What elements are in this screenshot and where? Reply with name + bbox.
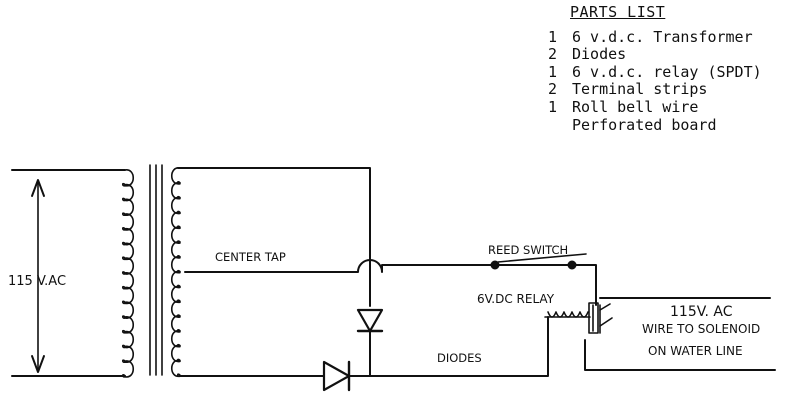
relay-coil (544, 311, 591, 318)
wire-to-solenoid-label: WIRE TO SOLENOID (642, 322, 760, 336)
horizontal-diode (322, 360, 351, 392)
reed-switch-label: REED SWITCH (488, 243, 568, 257)
parts-list-item: 2 Terminal strips (548, 81, 762, 99)
relay-label: 6V.DC RELAY (477, 292, 555, 306)
item-qty: 1 (548, 27, 558, 46)
item-qty: 1 (548, 97, 558, 116)
reed-switch (490, 253, 587, 270)
transformer-primary-coil (121, 169, 135, 378)
item-qty: 2 (548, 45, 558, 64)
output-line-bottom (584, 339, 776, 371)
input-voltage-label: 115 V.AC (8, 274, 66, 289)
input-voltage-arrow (31, 179, 45, 373)
item-qty: 1 (548, 62, 558, 81)
vertical-diode (356, 308, 384, 333)
center-tap-wire (184, 259, 597, 306)
item-name: Terminal strips (572, 80, 708, 99)
parts-list-item: 1 6 v.d.c. relay (SPDT) (548, 62, 762, 82)
relay-armature (588, 302, 599, 334)
water-line-label: ON WATER LINE (648, 344, 743, 358)
transformer-secondary-coil (170, 167, 181, 378)
transformer-core (149, 164, 163, 376)
parts-list-item: 1 Roll bell wire (548, 97, 762, 117)
parts-list: PARTS LIST 1 6 v.d.c. Transformer 2 Diodes… (548, 3, 762, 135)
item-qty: 2 (548, 80, 558, 99)
diodes-label: DIODES (437, 351, 482, 365)
output-voltage-label: 115V. AC (670, 304, 733, 320)
item-name: Perforated board (572, 115, 717, 134)
item-name: 6 v.d.c. Transformer (572, 27, 753, 46)
parts-list-item: 2 Diodes (548, 45, 762, 64)
item-name: Roll bell wire (572, 97, 699, 116)
secondary-top-lead (177, 167, 371, 257)
parts-list-item: 1 6 v.d.c. Transformer (548, 27, 762, 47)
relay-contacts (599, 303, 613, 334)
item-name: 6 v.d.c. relay (SPDT) (572, 62, 762, 81)
item-name: Diodes (572, 45, 627, 64)
center-tap-label: CENTER TAP (215, 250, 286, 264)
parts-list-title: PARTS LIST (570, 3, 666, 21)
dc-output-wire (348, 316, 549, 377)
parts-list-item: Perforated board (548, 115, 762, 135)
